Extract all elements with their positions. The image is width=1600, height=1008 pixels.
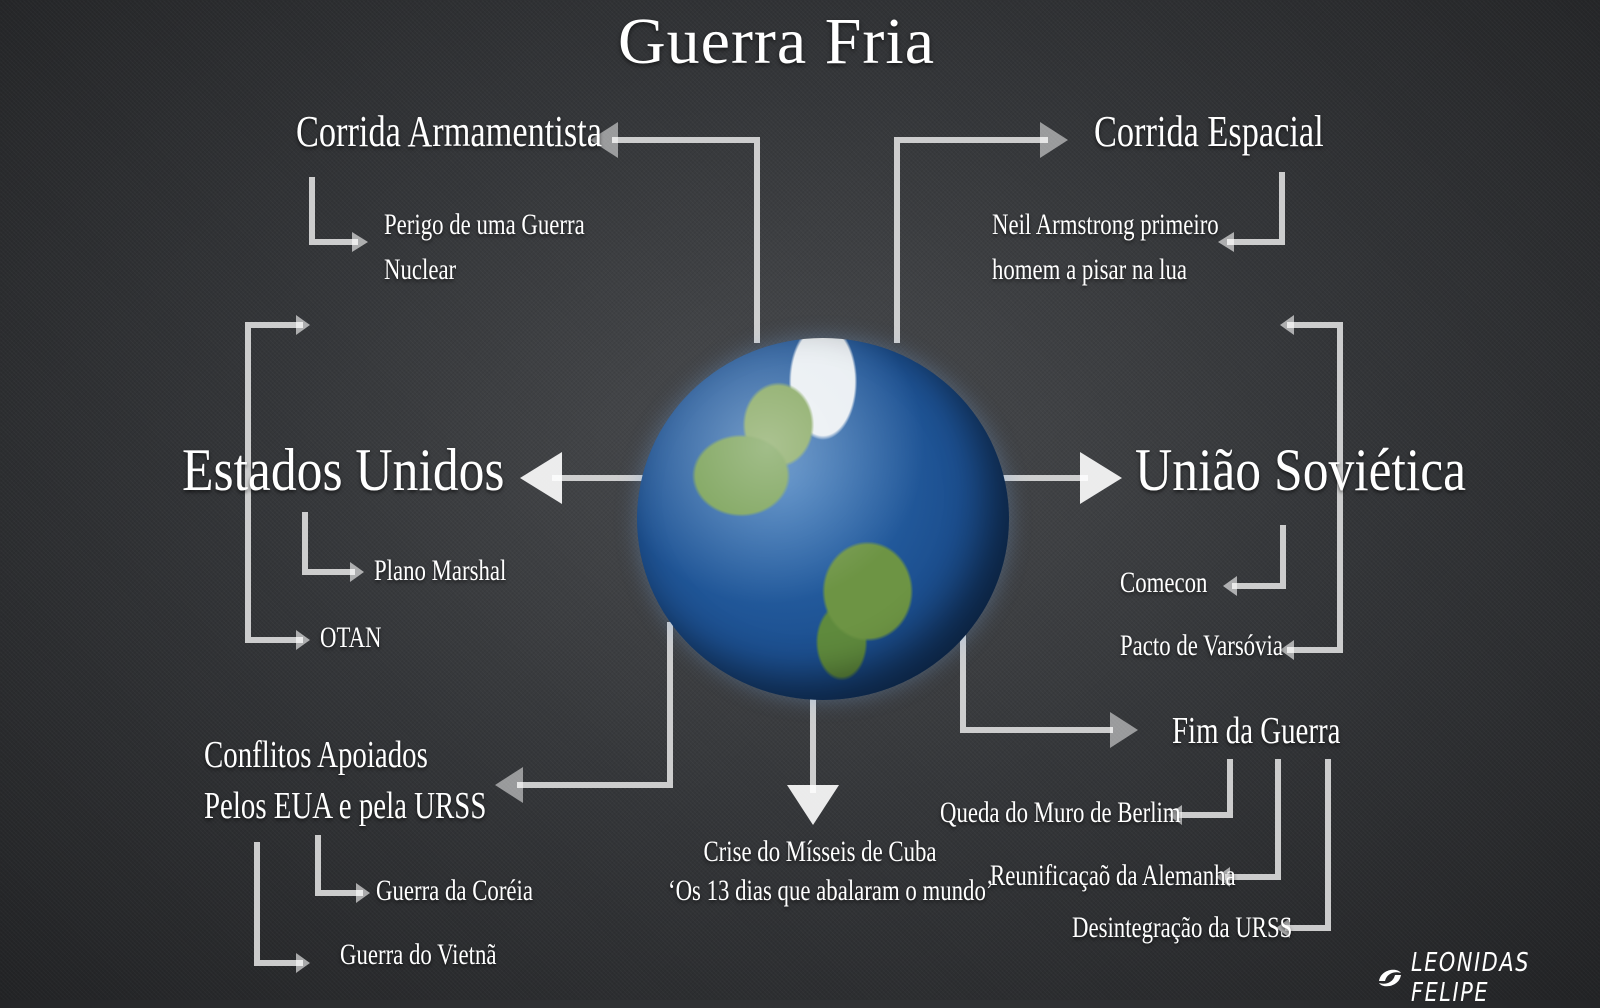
- node-vietnam-war: Guerra do Vietnã: [340, 938, 497, 971]
- arrow-cuba: [787, 785, 839, 825]
- node-cuba-line-1: Crise do Mísseis de Cuba: [703, 835, 937, 868]
- node-marshall-plan: Plano Marshal: [374, 554, 507, 587]
- node-ussr-dissolution: Desintegração da URSS: [1072, 911, 1293, 944]
- node-comecon: Comecon: [1120, 566, 1208, 599]
- line-globe-to-conflicts: [517, 622, 673, 788]
- arrow-reunification: [1216, 867, 1230, 887]
- author-name: LEONIDAS FELIPE: [1411, 948, 1531, 1008]
- arrow-vietnam: [296, 953, 310, 973]
- node-armstrong-line-1: Neil Armstrong primeiro: [992, 208, 1219, 241]
- arrow-marshall: [350, 562, 364, 582]
- arrow-berlin: [1168, 805, 1182, 825]
- line-end-to-reunification: [1225, 759, 1281, 880]
- node-space-race: Corrida Espacial: [1094, 107, 1324, 156]
- node-arms-race: Corrida Armamentista: [296, 107, 602, 156]
- arrow-warsaw: [1280, 640, 1294, 660]
- line-end-to-dissolution: [1285, 759, 1331, 931]
- line-globe-to-arms-race: [612, 137, 760, 343]
- arrow-armstrong: [1218, 232, 1234, 252]
- arrow-ussr: [1080, 452, 1122, 504]
- leonidas-felipe-logo-icon: [1375, 963, 1405, 993]
- node-end-of-war: Fim da Guerra: [1172, 710, 1341, 752]
- arrow-space-race: [1040, 122, 1068, 158]
- node-conflicts-line-2: Pelos EUA e pela URSS: [204, 785, 487, 828]
- arrow-nuclear: [352, 232, 368, 252]
- diagram-title: Guerra Fria: [618, 5, 936, 78]
- node-usa: Estados Unidos: [182, 437, 505, 503]
- line-arms-to-nuclear: [309, 177, 358, 245]
- node-german-reunification: Reunificaçaõ da Alemanha: [990, 859, 1236, 892]
- line-end-to-berlin: [1177, 759, 1233, 818]
- arrow-end: [1110, 712, 1138, 748]
- node-nuclear-war-line-2: Nuclear: [384, 253, 457, 286]
- line-ussr-to-comecon: [1232, 525, 1286, 589]
- arrow-ussr-bracket: [1280, 315, 1294, 335]
- arrow-usa: [520, 452, 562, 504]
- node-nato: OTAN: [320, 621, 382, 654]
- node-armstrong: Neil Armstrong primeiro homem a pisar na…: [992, 202, 1219, 292]
- line-globe-to-end: [960, 627, 1113, 733]
- line-ussr-bracket: [1287, 322, 1343, 653]
- node-warsaw-pact: Pacto de Varsóvia: [1120, 629, 1283, 662]
- node-armstrong-line-2: homem a pisar na lua: [992, 253, 1188, 286]
- arrow-usa-bracket: [296, 315, 310, 335]
- line-usa-bracket: [245, 322, 303, 643]
- node-korean-war: Guerra da Coréia: [376, 874, 533, 907]
- line-conflicts-to-vietnam: [254, 842, 303, 966]
- node-cuba-line-2: ‘Os 13 dias que abalaram o mundo’: [668, 874, 994, 907]
- node-conflicts-line-1: Conflitos Apoiados: [204, 734, 428, 776]
- arrow-dissolution: [1276, 918, 1290, 938]
- line-globe-to-space-race: [894, 137, 1048, 343]
- arrow-arms-race: [590, 122, 618, 158]
- node-nuclear-war-line-1: Perigo de uma Guerra: [384, 208, 585, 241]
- node-ussr: União Soviética: [1135, 437, 1467, 503]
- node-fall-berlin-wall: Queda do Muro de Berlim: [940, 796, 1181, 829]
- line-conflicts-to-korea: [315, 835, 363, 896]
- arrow-conflicts: [495, 767, 523, 803]
- arrow-comecon: [1223, 576, 1237, 596]
- line-usa-to-marshall: [302, 512, 355, 575]
- author-logo: LEONIDAS FELIPE: [1375, 948, 1600, 1008]
- node-conflicts: Conflitos Apoiados Pelos EUA e pela URSS: [204, 730, 486, 833]
- node-nuclear-war: Perigo de uma Guerra Nuclear: [384, 202, 585, 292]
- arrow-nato: [296, 630, 310, 650]
- earth-globe-icon: [637, 338, 1009, 700]
- arrow-korea: [356, 883, 370, 903]
- line-space-to-armstrong: [1227, 172, 1285, 245]
- node-cuban-missile-crisis: Crise do Mísseis de Cuba ‘Os 13 dias que…: [668, 832, 994, 910]
